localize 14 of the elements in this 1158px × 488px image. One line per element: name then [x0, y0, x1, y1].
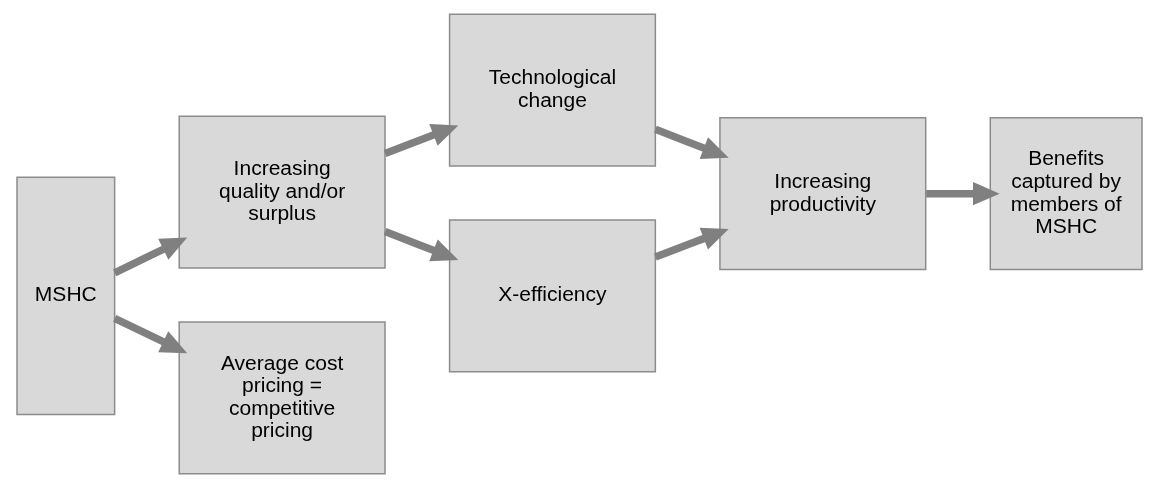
- arrow: [112, 315, 187, 354]
- node-box: Average cost pricing = competitive pricing: [177, 321, 386, 475]
- arrow: [383, 124, 458, 157]
- arrow: [383, 228, 458, 262]
- node-box: MSHC: [15, 176, 115, 416]
- node-box: Increasing productivity: [718, 117, 926, 271]
- arrow: [112, 237, 187, 277]
- arrow: [653, 227, 729, 261]
- node-box: Increasing quality and/or surplus: [177, 115, 386, 269]
- arrow: [925, 182, 1000, 206]
- node-box: X-efficiency: [448, 219, 656, 373]
- node-box: Technological change: [448, 13, 656, 167]
- node-box: Benefits captured by members of MSHC: [989, 117, 1143, 271]
- arrow: [653, 125, 729, 159]
